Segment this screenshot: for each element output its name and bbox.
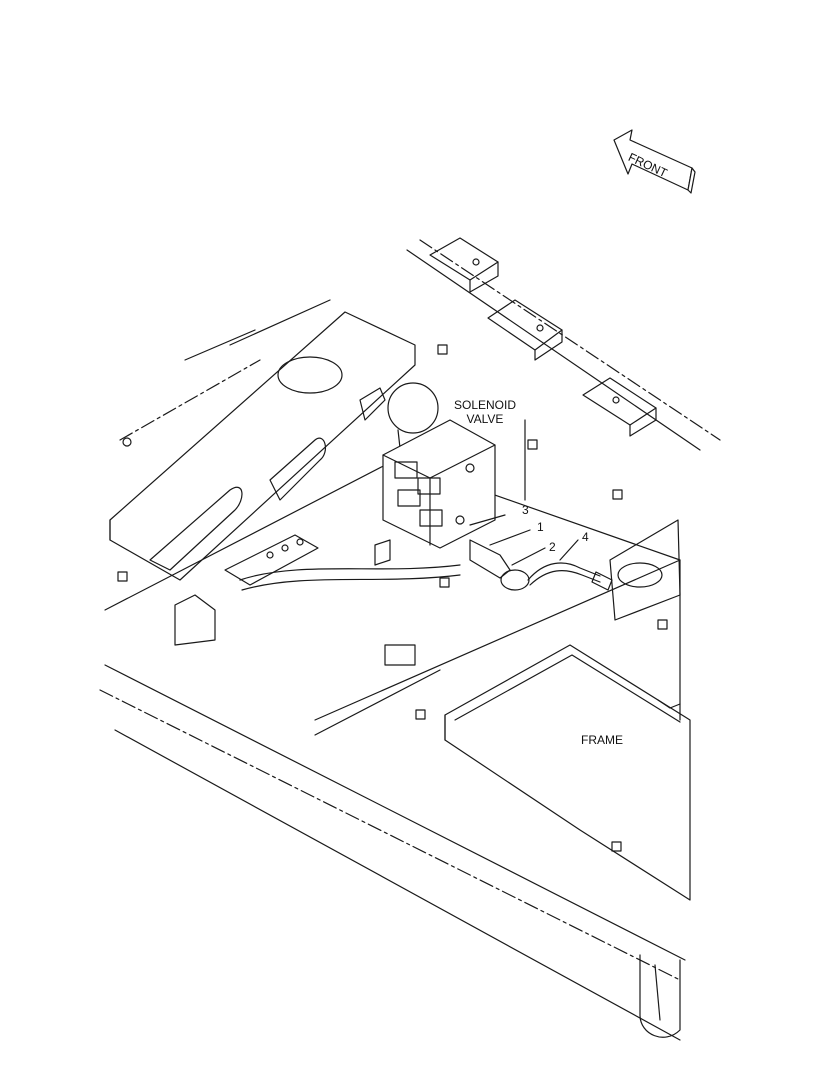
callout-1: 1 (537, 520, 544, 534)
callout-2: 2 (549, 540, 556, 554)
frame-cover-plate (444, 644, 691, 901)
left-bracket (174, 534, 319, 646)
callout-leaders (469, 419, 579, 566)
frame-label: FRAME (581, 733, 623, 747)
hex-nuts (117, 344, 668, 852)
solenoid-valve-label: SOLENOID VALVE (448, 398, 522, 426)
upper-right-bars (406, 237, 721, 451)
left-frame-plate (109, 299, 416, 581)
callout-4: 4 (582, 530, 589, 544)
pressure-switch-assembly (239, 539, 613, 591)
solenoid-label-line2: VALVE (466, 412, 504, 426)
right-side-bracket (609, 519, 681, 621)
solenoid-label-line1: SOLENOID (453, 398, 516, 412)
solenoid-valve-block (374, 382, 496, 566)
callout-3: 3 (522, 503, 529, 517)
lower-frame (99, 459, 686, 1041)
front-arrow-icon (613, 129, 696, 194)
